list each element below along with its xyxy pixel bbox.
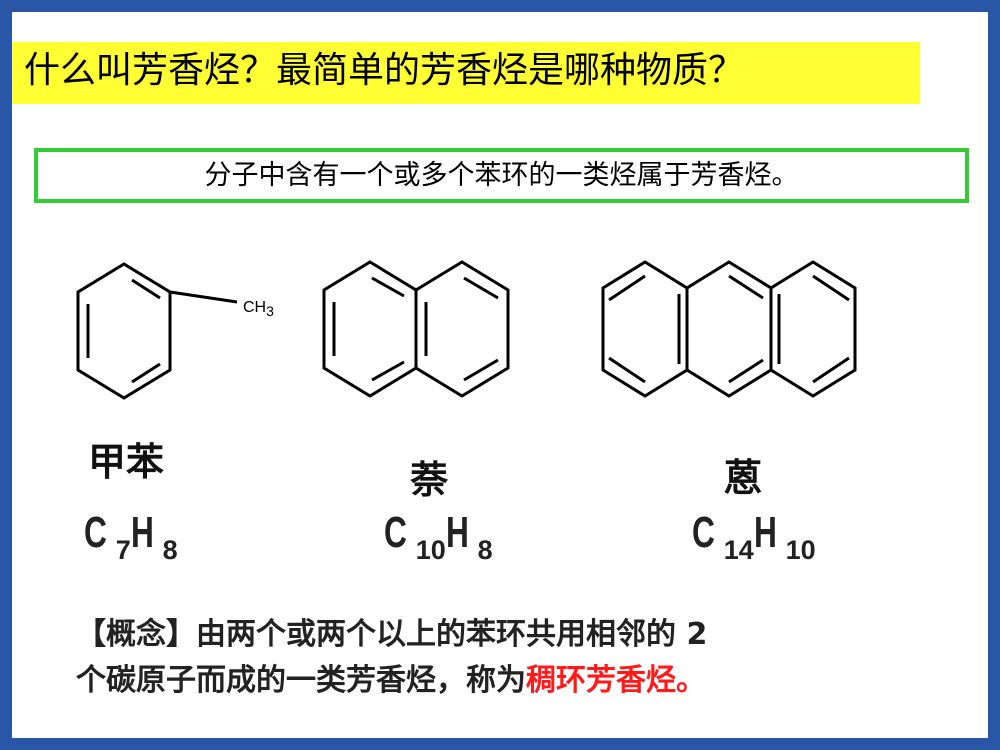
toluene-name: 甲苯 xyxy=(88,440,165,484)
double-bond xyxy=(131,278,161,300)
methyl-label-3: 3 xyxy=(266,303,274,319)
concept-line-2: 个碳原子而成的一类芳香烃，称为稠环芳香烃。 xyxy=(76,658,936,704)
ring-left xyxy=(601,260,689,398)
ring-right xyxy=(769,260,857,398)
formula-h: H xyxy=(130,508,154,557)
anthracene-name: 蒽 xyxy=(724,456,763,500)
ring-middle xyxy=(685,260,773,398)
definition-box: 分子中含有一个或多个苯环的一类烃属于芳香烃。 xyxy=(34,148,969,203)
formula-c-count: 10 xyxy=(415,535,446,565)
naphthalene-name: 萘 xyxy=(410,458,449,502)
methyl-label: CH3 xyxy=(243,299,274,319)
formula-c-count: 7 xyxy=(115,535,131,565)
formula-c: C xyxy=(384,508,407,557)
formula-c: C xyxy=(692,508,715,557)
concept-paragraph: 【概念】由两个或两个以上的苯环共用相邻的 2 个碳原子而成的一类芳香烃，称为稠环… xyxy=(76,612,936,704)
slide: 什么叫芳香烃？最简单的芳香烃是哪种物质？ 分子中含有一个或多个苯环的一类烃属于芳… xyxy=(12,12,988,738)
formula-h: H xyxy=(445,508,469,557)
toluene-structure: CH3 xyxy=(76,262,274,400)
formula-c-count: 14 xyxy=(723,535,754,565)
slide-title: 什么叫芳香烃？最简单的芳香烃是哪种物质？ xyxy=(24,50,745,91)
concept-line-1: 【概念】由两个或两个以上的苯环共用相邻的 2 xyxy=(76,617,708,652)
ring-left xyxy=(322,260,418,398)
double-bond xyxy=(728,358,764,384)
anthracene-formula: C 14H 10 xyxy=(692,508,816,568)
naphthalene-structure xyxy=(322,260,510,398)
double-bond xyxy=(728,274,764,300)
double-bond xyxy=(371,360,405,382)
methyl-bond xyxy=(169,290,238,304)
double-bond xyxy=(812,356,850,384)
double-bond xyxy=(131,362,161,384)
definition-text: 分子中含有一个或多个苯环的一类烃属于芳香烃。 xyxy=(204,160,799,191)
formula-h: H xyxy=(753,508,777,557)
formula-c: C xyxy=(84,508,107,557)
ring-right xyxy=(414,260,510,398)
anthracene-structure xyxy=(601,260,857,398)
formula-h-count: 8 xyxy=(162,535,178,565)
formula-h-count: 8 xyxy=(477,535,493,565)
double-bond xyxy=(463,276,499,300)
title-bar xyxy=(12,42,920,104)
benzene-ring xyxy=(76,262,172,400)
methyl-label-ch: CH xyxy=(243,299,266,316)
double-bond xyxy=(812,274,850,302)
concept-highlight-term: 稠环芳香烃。 xyxy=(526,663,706,698)
double-bond xyxy=(608,356,646,384)
concept-line-2-text: 个碳原子而成的一类芳香烃，称为 xyxy=(76,663,526,698)
double-bond xyxy=(371,276,405,298)
formula-h-count: 10 xyxy=(785,535,816,565)
double-bond xyxy=(608,274,646,302)
double-bond xyxy=(463,358,499,382)
